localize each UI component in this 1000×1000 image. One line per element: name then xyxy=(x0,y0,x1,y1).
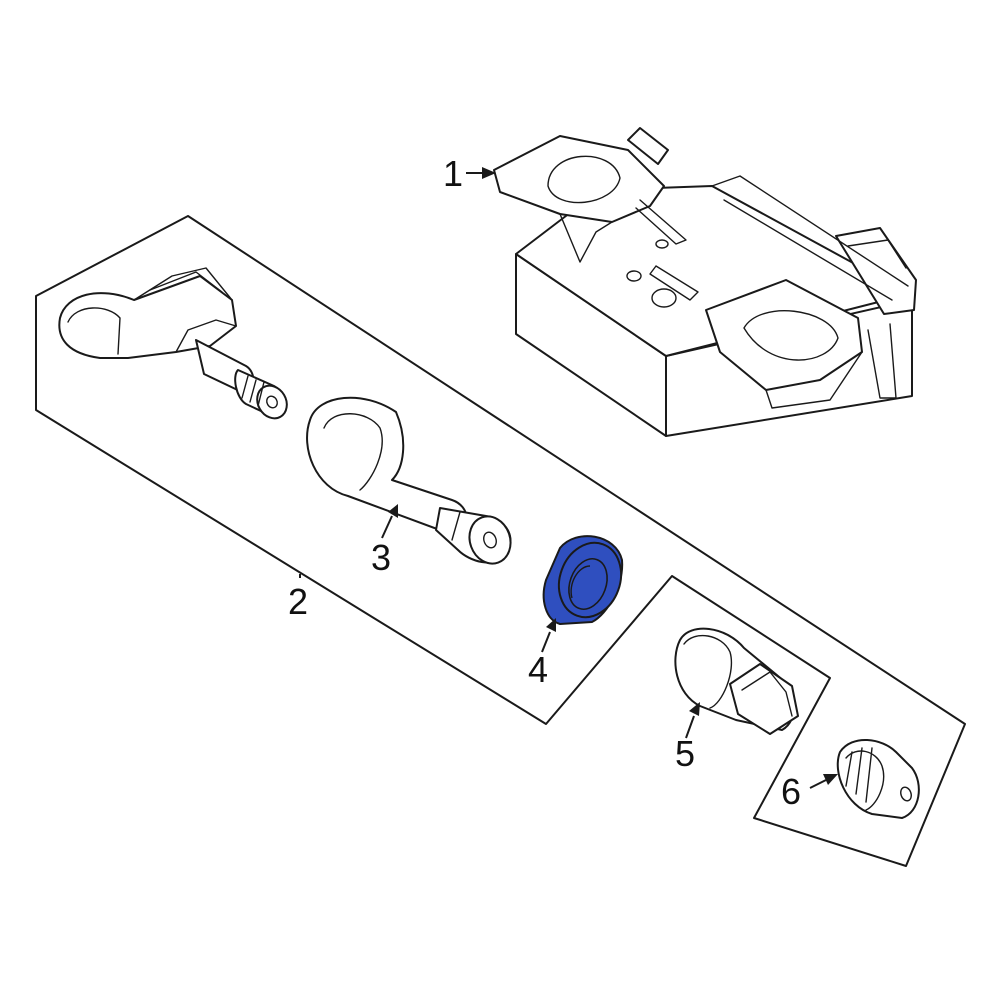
valve-nut[interactable] xyxy=(674,627,799,735)
kit-outline-group xyxy=(35,215,966,867)
kit-outline-main xyxy=(35,215,966,867)
callout-labels: 1 2 3 4 5 6 xyxy=(288,153,801,812)
callout-3: 3 xyxy=(371,537,391,578)
callout-arrows xyxy=(299,167,838,789)
callout-2: 2 xyxy=(288,581,308,622)
tpms-receiver-module[interactable] xyxy=(493,127,917,437)
valve-stem[interactable] xyxy=(306,396,517,570)
grommet-seal[interactable] xyxy=(542,534,632,626)
callout-4: 4 xyxy=(528,649,548,690)
valve-cap[interactable] xyxy=(836,738,920,819)
tpms-sensor[interactable] xyxy=(58,267,292,424)
callout-6: 6 xyxy=(781,771,801,812)
callout-1: 1 xyxy=(443,153,463,194)
callout-5: 5 xyxy=(675,733,695,774)
